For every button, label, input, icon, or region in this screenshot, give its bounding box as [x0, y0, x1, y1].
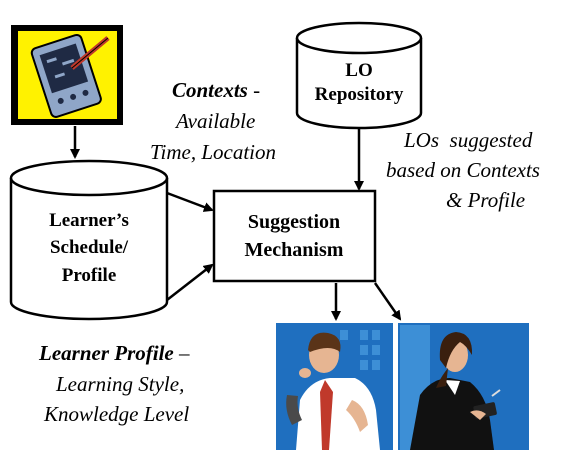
svg-text:Contexts -: Contexts - — [172, 78, 260, 102]
los-suggested-line3: & Profile — [446, 188, 525, 212]
los-suggested-line1: LOs suggested — [403, 128, 533, 152]
learner-schedule-profile-cylinder: Learner’s Schedule/ Profile — [9, 159, 169, 321]
learner-profile-line2: Learning Style, — [55, 372, 184, 396]
arrow-learner-store-to-suggestion-bottom — [166, 263, 214, 301]
arrow-suggestion-to-user-2 — [373, 282, 402, 321]
contexts-title: Contexts — [172, 78, 248, 102]
learner-profile-line3: Knowledge Level — [43, 402, 189, 426]
lo-repository-cylinder: LO Repository — [295, 21, 423, 130]
los-suggested-label: LOs suggested based on Contexts & Profil… — [386, 128, 540, 212]
lo-repository-line1: LO — [345, 60, 372, 81]
lo-repository-line2: Repository — [315, 84, 404, 105]
learner-store-line3: Profile — [62, 265, 117, 286]
svg-text:Learner Profile –: Learner Profile – — [38, 341, 190, 365]
pda-icon — [11, 25, 123, 125]
learner-store-line1: Learner’s — [49, 210, 129, 231]
contexts-line3: Time, Location — [150, 140, 276, 164]
contexts-dash: - — [248, 78, 260, 102]
learner-profile-dash: – — [174, 341, 190, 365]
arrow-learner-store-to-suggestion-top — [166, 191, 214, 212]
suggestion-line2: Mechanism — [245, 239, 344, 261]
learner-profile-label: Learner Profile – Learning Style, Knowle… — [38, 341, 190, 426]
contexts-line2: Available — [174, 109, 255, 133]
businesswoman-pda-icon — [398, 323, 529, 450]
los-suggested-line2: based on Contexts — [386, 158, 540, 182]
learner-store-line2: Schedule/ — [50, 237, 129, 258]
businessman-phone-icon — [276, 323, 393, 450]
arrows — [70, 126, 402, 321]
contexts-label: Contexts - Available Time, Location — [150, 78, 276, 164]
suggestion-line1: Suggestion — [248, 211, 340, 233]
learner-profile-title: Learner Profile — [38, 341, 174, 365]
suggestion-mechanism-box: Suggestion Mechanism — [212, 189, 377, 283]
